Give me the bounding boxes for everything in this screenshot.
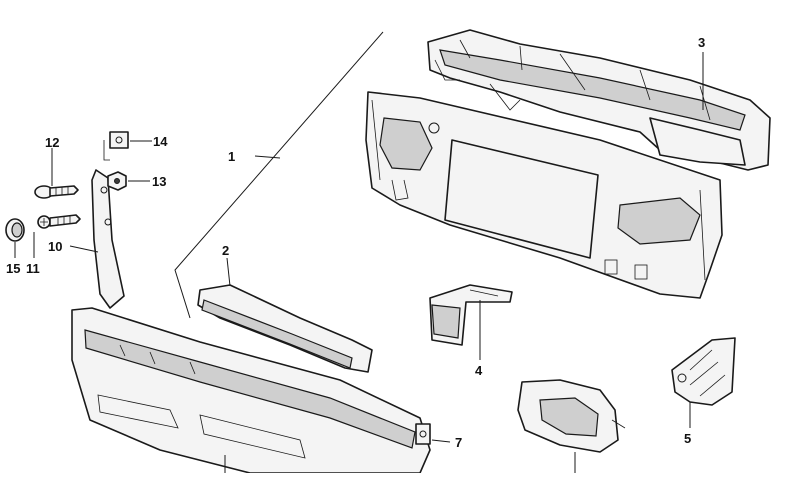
part-13-nut	[107, 171, 127, 191]
callout-5: 5	[684, 431, 692, 446]
callout-12: 12	[45, 135, 60, 150]
part-2-reinforcement-bar	[197, 284, 373, 373]
part-12-screw	[34, 185, 79, 199]
callout-1: 1	[228, 149, 236, 164]
callout-4: 4	[475, 363, 483, 378]
callout-10: 10	[48, 239, 63, 254]
part-15-cap	[5, 218, 25, 242]
callout-14: 14	[153, 134, 168, 149]
leader-line-10	[69, 245, 99, 253]
headlight-mounting-bracket	[517, 379, 626, 453]
part-10-support-strut	[91, 140, 125, 309]
part-5-side-bracket	[671, 337, 736, 406]
part-11-screw	[37, 214, 81, 229]
front-apron	[71, 307, 431, 474]
callout-13: 13	[152, 174, 167, 189]
leader-line-1	[174, 31, 384, 319]
callout-3: 3	[698, 35, 706, 50]
part-4-bracket	[429, 284, 513, 346]
leader-line-7	[431, 439, 451, 443]
callout-11: 11	[26, 261, 40, 276]
callout-2: 2	[222, 243, 230, 258]
part-14-nut-clip	[109, 131, 129, 149]
leader-tick-1	[254, 155, 281, 159]
part-7-clip	[415, 423, 431, 445]
callout-15: 15	[6, 261, 21, 276]
part-1-front-panel	[365, 91, 723, 299]
part-3-upper-cross-member	[427, 29, 771, 171]
leader-line-2	[226, 257, 231, 287]
callout-7: 7	[455, 435, 463, 450]
